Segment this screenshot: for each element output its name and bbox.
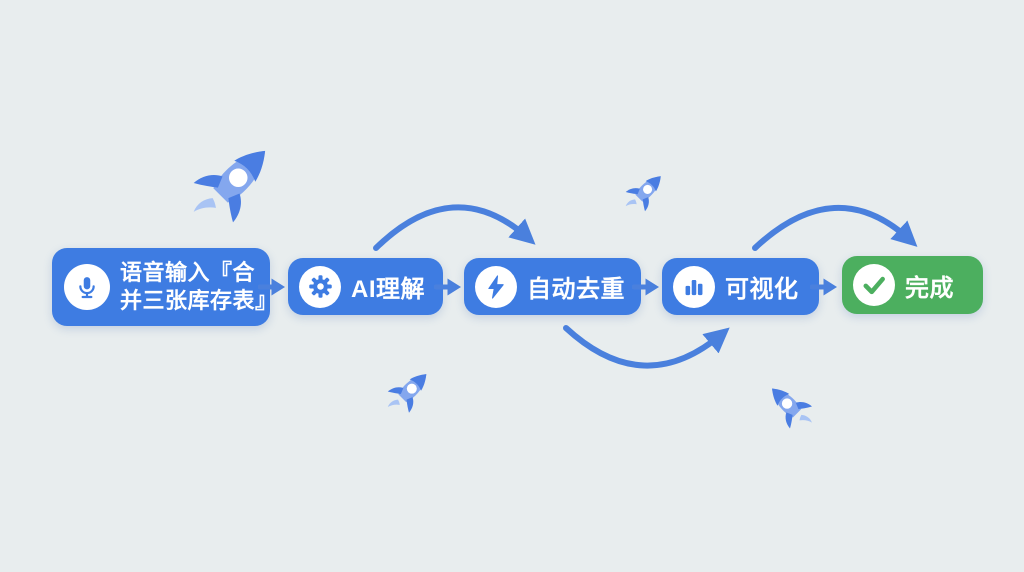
arrow-right-icon <box>434 278 461 296</box>
microphone-icon <box>64 264 110 310</box>
step-label: 语音输入『合 并三张库存表』 <box>120 259 278 313</box>
rocket-icon <box>164 114 303 253</box>
checkmark-icon <box>853 264 895 306</box>
step-label: AI理解 <box>351 276 425 303</box>
curved-arrow-icon <box>373 204 536 251</box>
rocket-icon <box>751 368 828 445</box>
rocket-icon <box>611 158 679 226</box>
bar-chart-icon <box>673 265 715 308</box>
step-ai-understanding: AI理解 <box>288 258 443 315</box>
curved-arrow-icon <box>752 205 918 251</box>
step-label: 自动去重 <box>527 276 625 303</box>
step-auto-dedupe: 自动去重 <box>464 258 641 315</box>
rocket-icon <box>372 354 446 428</box>
step-visualization: 可视化 <box>662 258 819 315</box>
step-label: 可视化 <box>725 276 799 303</box>
step-voice-input: 语音输入『合 并三张库存表』 <box>52 248 277 326</box>
curved-arrow-icon <box>563 325 730 369</box>
arrow-right-icon <box>258 278 285 296</box>
arrow-right-icon <box>810 278 837 296</box>
step-label: 完成 <box>905 274 954 302</box>
arrow-right-icon <box>632 278 659 296</box>
lightning-icon <box>475 265 517 308</box>
gear-icon <box>299 265 341 308</box>
step-complete: 完成 <box>842 256 983 314</box>
